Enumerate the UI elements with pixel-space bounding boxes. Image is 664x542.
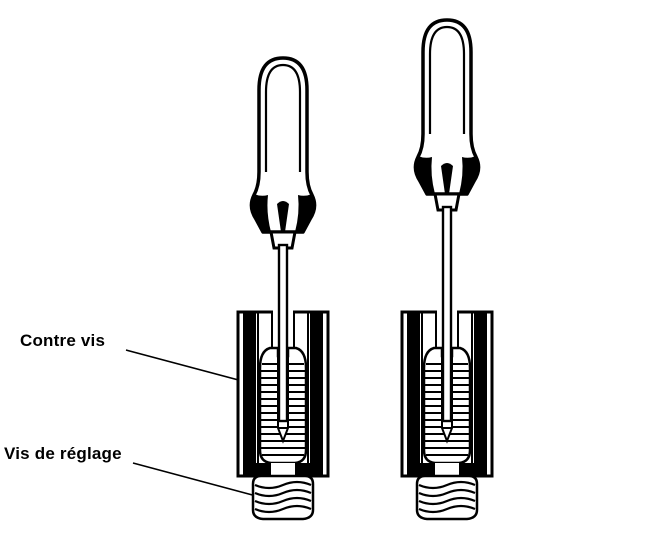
leader-line-vis-de-reglage — [132, 462, 257, 497]
right-screwdriver-shaft — [441, 205, 453, 423]
right-screwdriver-handle — [413, 18, 481, 212]
left-screwdriver-shaft — [277, 243, 289, 423]
left-assembly — [236, 56, 330, 521]
left-screwdriver-handle — [249, 56, 317, 250]
label-contre-vis: Contre vis — [20, 331, 106, 350]
label-vis-de-reglage: Vis de réglage — [4, 444, 122, 463]
right-assembly — [400, 18, 494, 521]
